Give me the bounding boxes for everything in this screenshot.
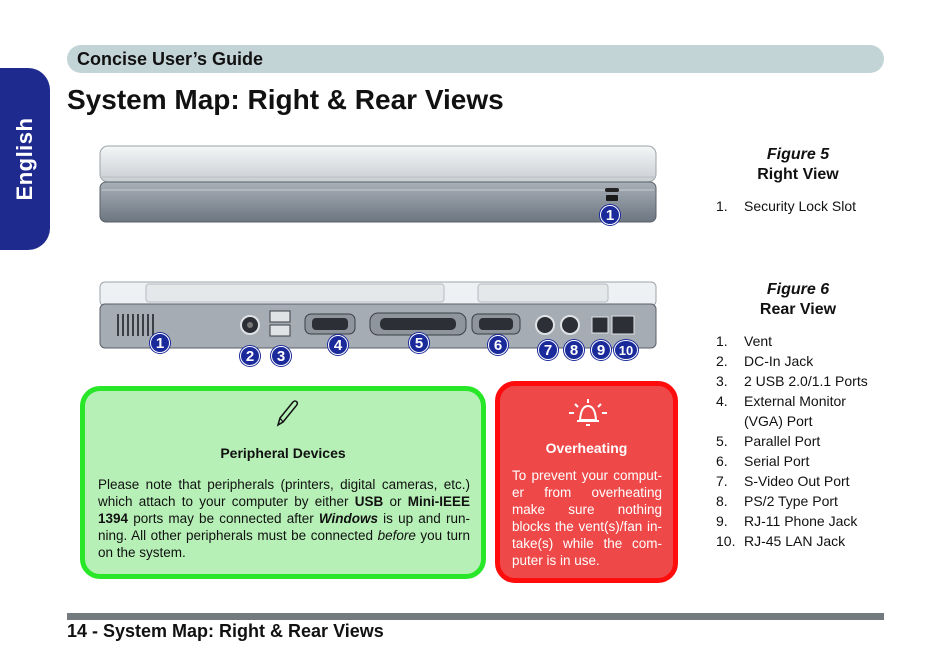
- overheating-title: Overheating: [545, 440, 628, 456]
- rear-view-callout-7: 7: [538, 340, 558, 360]
- rear-view-illustration: [98, 280, 660, 350]
- rear-view-callout-5: 5: [409, 333, 429, 353]
- rear-view-callout-6: 6: [488, 335, 508, 355]
- figure-6-name: Rear View: [759, 301, 837, 318]
- rear-view-callout-3: 3: [271, 346, 291, 366]
- language-tab: English: [0, 68, 50, 250]
- guide-title: Concise User’s Guide: [77, 48, 264, 69]
- list-item: 1.Vent: [716, 333, 773, 349]
- guide-header-bar: Concise User’s Guide: [67, 45, 884, 73]
- rear-view-callout-2: 2: [240, 346, 260, 366]
- figure-5-label: Figure 5: [766, 146, 830, 163]
- list-item: 8.PS/2 Type Port: [716, 493, 838, 509]
- footer-page-label: 14 - System Map: Right & Rear Views: [67, 621, 384, 641]
- right-view-callout-1: 1: [600, 205, 620, 225]
- list-item: 1.Security Lock Slot: [716, 198, 857, 214]
- pen-icon: [275, 399, 299, 427]
- list-item: 2.DC-In Jack: [716, 353, 814, 369]
- peripheral-devices-note: Peripheral Devices Please note that peri…: [80, 386, 486, 579]
- figure-6-caption: Figure 6 Rear View: [708, 281, 888, 319]
- rear-view-callout-10: 10: [614, 340, 638, 360]
- list-item: 7.S-Video Out Port: [716, 473, 850, 489]
- figure-5-list: 1.Security Lock Slot: [716, 196, 886, 216]
- footer-rule: [67, 613, 884, 620]
- figure-6-list: 1.Vent 2.DC-In Jack 3.2 USB 2.0/1.1 Port…: [716, 331, 886, 551]
- list-item: 10.RJ-45 LAN Jack: [716, 533, 846, 549]
- rear-view-callout-4: 4: [328, 335, 348, 355]
- peripheral-devices-title: Peripheral Devices: [220, 445, 346, 461]
- rear-view-callout-8: 8: [564, 340, 584, 360]
- list-item: 4.External Monitor (VGA) Port: [716, 393, 846, 429]
- overheating-note: Overheating To prevent your comput-er fr…: [495, 381, 678, 583]
- rear-view-callout-1: 1: [150, 333, 170, 353]
- rear-view-callout-9: 9: [591, 340, 611, 360]
- list-item: 3.2 USB 2.0/1.1 Ports: [716, 373, 868, 389]
- language-tab-label: English: [12, 117, 37, 201]
- overheating-body: To prevent your comput-er from overheati…: [512, 468, 662, 568]
- peripheral-devices-body: Please note that peripherals (printers, …: [98, 477, 471, 560]
- list-item: 5.Parallel Port: [716, 433, 821, 449]
- figure-5-caption: Figure 5 Right View: [708, 146, 888, 184]
- figure-5-name: Right View: [757, 166, 839, 183]
- right-view-illustration: [98, 144, 658, 226]
- page-title: System Map: Right & Rear Views: [67, 84, 504, 115]
- figure-6-label: Figure 6: [766, 281, 830, 298]
- list-item: 9.RJ-11 Phone Jack: [716, 513, 858, 529]
- alarm-bell-icon: [566, 396, 610, 430]
- list-item: 6.Serial Port: [716, 453, 810, 469]
